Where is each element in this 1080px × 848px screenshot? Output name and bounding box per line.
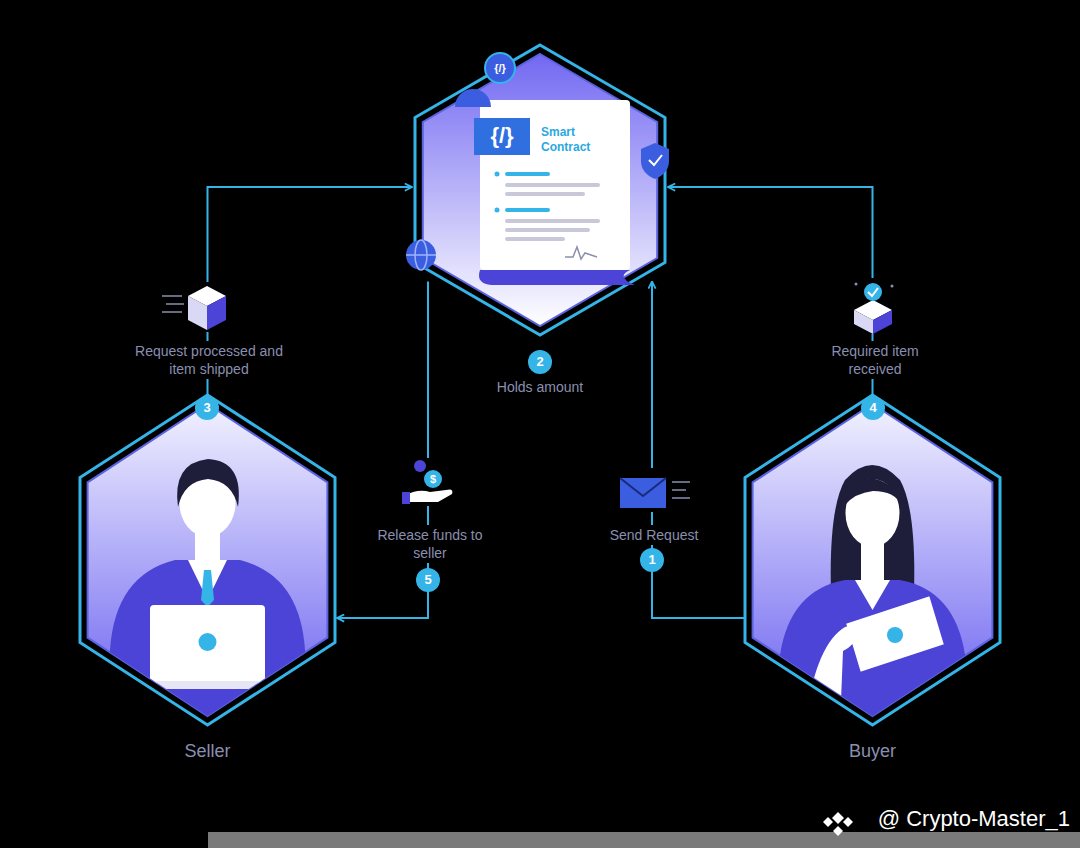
node-label: Smart Contract — [541, 125, 619, 155]
callout-number: 5 — [416, 568, 440, 592]
hexagon-outline — [80, 395, 335, 725]
edge-label: Release funds to seller — [363, 525, 497, 563]
edge-label: Required item received — [808, 341, 942, 379]
buyer-hexagon: Buyer — [745, 395, 1000, 775]
step-label: Holds amount — [465, 378, 615, 396]
watermark: @ Crypto-Master_1 — [840, 806, 1070, 832]
envelope-icon — [616, 468, 694, 512]
node-label: Seller — [80, 740, 335, 762]
callout-number: 1 — [640, 548, 664, 572]
seller-hexagon: Seller — [80, 395, 335, 775]
callout-number: 4 — [861, 396, 885, 420]
node-label: Buyer — [745, 740, 1000, 762]
edge-label: Send Request — [587, 525, 721, 545]
hexagon-outline — [415, 45, 665, 335]
hexagon-outline — [745, 395, 1000, 725]
edge-label: Request processed and item shipped — [122, 341, 296, 379]
coin-symbol: $ — [424, 471, 442, 487]
callout-number: 2 — [528, 350, 552, 374]
contract-hexagon: Smart Contract — [415, 45, 665, 335]
logo-icon — [823, 812, 853, 836]
payment-icon — [400, 458, 460, 506]
box-icon — [160, 282, 230, 332]
code-badge-text: {/} — [485, 61, 515, 75]
box-check-icon — [845, 278, 903, 334]
footer-bar — [208, 832, 1080, 848]
flow-arrow — [337, 281, 428, 618]
flow-arrow — [652, 281, 745, 618]
code-icon-text: {/} — [474, 123, 530, 149]
callout-number: 3 — [195, 396, 219, 420]
